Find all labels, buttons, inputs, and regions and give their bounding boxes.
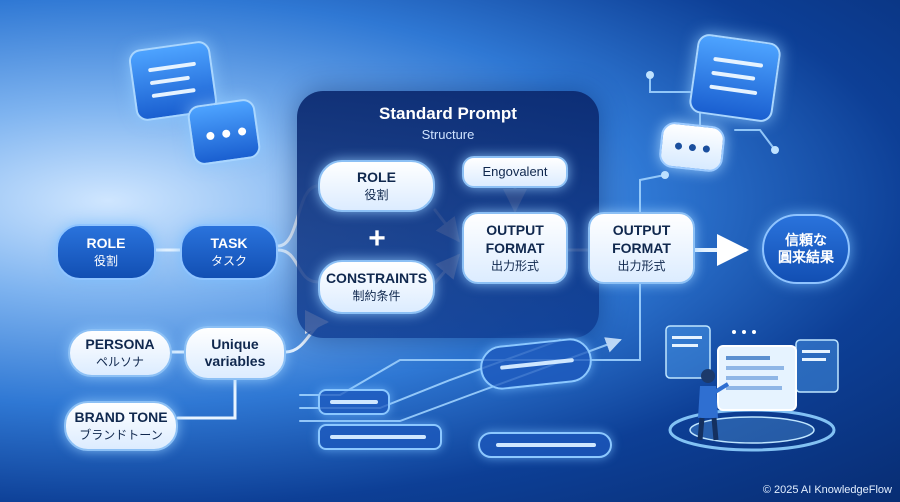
task-node-title: TASK [210, 234, 248, 251]
output-format-node-2[interactable]: OUTPUT FORMAT 出力形式 [588, 212, 695, 284]
persona-node[interactable]: PERSONA ペルソナ [68, 329, 172, 377]
panel-subtitle: Structure [421, 127, 475, 142]
role-node-subtitle: 役割 [93, 254, 118, 269]
constraints-node-title: CONSTRAINTS [325, 269, 428, 286]
output-format-1-subtitle: 出力形式 [490, 259, 539, 273]
task-node[interactable]: TASK タスク [180, 224, 278, 280]
task-node-subtitle: タスク [210, 254, 247, 269]
output-format-2-title: OUTPUT FORMAT [612, 222, 671, 256]
panel-role-subtitle: 役割 [364, 188, 389, 203]
output-format-2-subtitle: 出力形式 [617, 259, 666, 273]
panel-title: Standard Prompt [379, 104, 517, 123]
result-node-subtitle: 圓来結果 [778, 249, 834, 265]
unique-node-title: Unique [211, 335, 259, 352]
constraints-node-subtitle: 制約条件 [352, 289, 401, 304]
result-node[interactable]: 信頼な 圓来結果 [762, 214, 850, 284]
engovalent-node-title: Engovalent [482, 163, 548, 179]
message-pill [318, 424, 442, 450]
unique-variables-node[interactable]: Unique variables [184, 326, 286, 380]
chat-dots-icon [186, 97, 262, 167]
panel-role-node[interactable]: ROLE 役割 [318, 160, 435, 212]
output-format-node-1[interactable]: OUTPUT FORMAT 出力形式 [462, 212, 568, 284]
persona-node-subtitle: ペルソナ [95, 355, 144, 370]
role-node[interactable]: ROLE 役割 [56, 224, 156, 280]
persona-node-title: PERSONA [85, 335, 155, 352]
copyright-text: © 2025 AI KnowledgeFlow [762, 484, 892, 496]
message-pill [478, 432, 612, 458]
panel-role-title: ROLE [357, 168, 396, 185]
brand-tone-node-subtitle: ブランドトーン [79, 428, 163, 443]
role-node-title: ROLE [86, 234, 126, 251]
constraints-node[interactable]: CONSTRAINTS 制約条件 [318, 260, 435, 314]
chat-dots-icon [657, 120, 727, 174]
chat-bubble-icon [687, 32, 783, 124]
unique-node-subtitle: variables [204, 353, 266, 369]
brand-tone-node-title: BRAND TONE [74, 408, 168, 425]
output-format-1-title: OUTPUT FORMAT [485, 222, 545, 256]
plus-symbol: + [368, 222, 386, 255]
message-pill [318, 389, 390, 415]
result-node-title: 信頼な [785, 231, 827, 248]
person-at-screens-icon [665, 325, 839, 452]
engovalent-node[interactable]: Engovalent [462, 156, 568, 188]
brand-tone-node[interactable]: BRAND TONE ブランドトーン [64, 401, 178, 451]
